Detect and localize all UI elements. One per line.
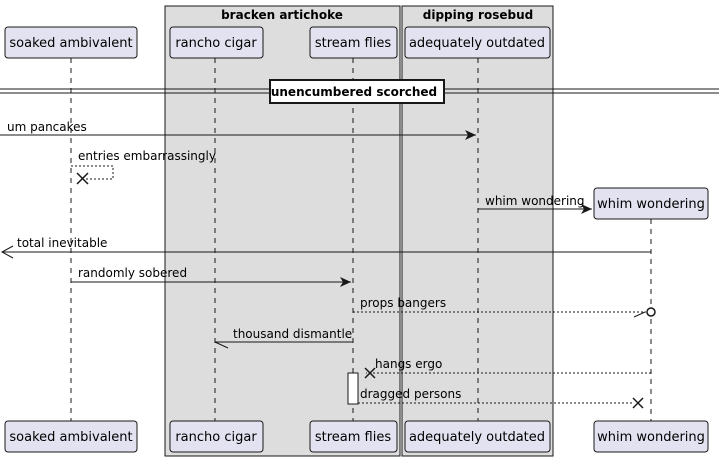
message-label: total inevitable (17, 236, 107, 250)
participant-label: soaked ambivalent (9, 36, 132, 51)
message-total-inevitable: total inevitable (0, 236, 651, 259)
message-label: thousand dismantle (233, 327, 352, 341)
message-thousand-dismantle: thousand dismantle (214, 327, 353, 349)
participant-adequately-top[interactable]: adequately outdated (404, 26, 551, 59)
participant-stream-bottom[interactable]: stream flies (309, 420, 398, 453)
group-title: dipping rosebud (423, 8, 533, 22)
participant-label: rancho cigar (175, 36, 257, 51)
message-entries-embarrassingly: entries embarrassingly (71, 149, 216, 185)
participant-label: stream flies (315, 430, 391, 445)
participant-soaked-bottom[interactable]: soaked ambivalent (4, 420, 138, 453)
participant-whim-bottom[interactable]: whim wondering (593, 420, 709, 453)
participant-label: whim wondering (597, 430, 705, 445)
message-um-pancakes: um pancakes (0, 120, 476, 140)
message-label: entries embarrassingly (78, 149, 216, 163)
message-label: dragged persons (360, 387, 461, 401)
participant-soaked-top[interactable]: soaked ambivalent (4, 26, 138, 59)
message-hangs-ergo: hangs ergo (364, 357, 651, 379)
message-whim-wondering: whim wondering (478, 194, 592, 214)
participant-adequately-bottom[interactable]: adequately outdated (404, 420, 551, 453)
participant-rancho-bottom[interactable]: rancho cigar (169, 420, 264, 453)
participant-whim-top[interactable]: whim wondering (593, 187, 709, 220)
group-title: bracken artichoke (221, 8, 343, 22)
participant-label: adequately outdated (409, 430, 545, 445)
participant-rancho-top[interactable]: rancho cigar (169, 26, 264, 59)
message-dragged-persons: dragged persons (358, 387, 644, 409)
message-props-bangers: props bangers (353, 296, 656, 318)
participant-label: soaked ambivalent (9, 430, 132, 445)
participant-label: stream flies (315, 36, 391, 51)
message-label: whim wondering (485, 194, 585, 208)
message-label: um pancakes (7, 120, 87, 134)
participant-label: adequately outdated (409, 36, 545, 51)
participant-label: whim wondering (597, 197, 705, 212)
activation-bar (347, 372, 359, 405)
message-label: randomly sobered (78, 266, 187, 280)
lifelines (70, 58, 652, 421)
divider: unencumbered scorched (0, 79, 719, 104)
message-label: props bangers (360, 296, 446, 310)
message-randomly-sobered: randomly sobered (71, 266, 351, 287)
participant-stream-top[interactable]: stream flies (309, 26, 398, 59)
divider-label: unencumbered scorched (271, 85, 437, 99)
participant-label: rancho cigar (175, 430, 257, 445)
message-label: hangs ergo (375, 357, 442, 371)
